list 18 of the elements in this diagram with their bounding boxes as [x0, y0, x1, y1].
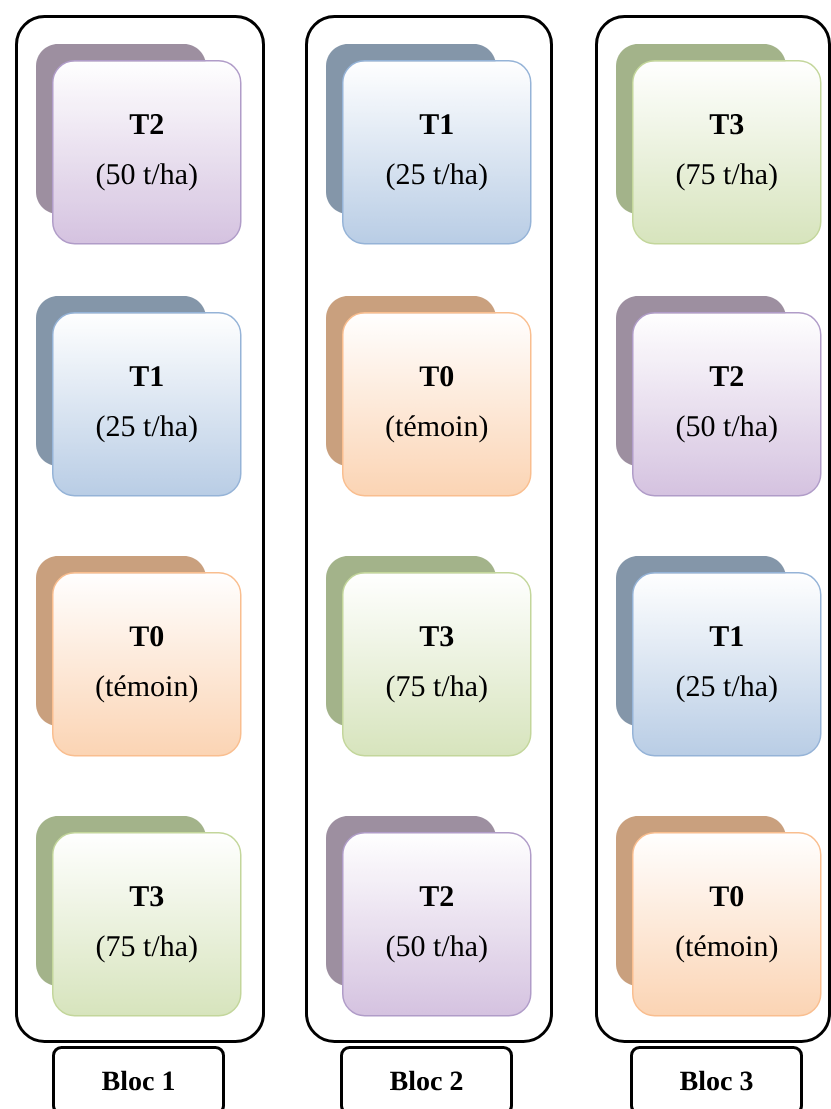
block-frame — [15, 15, 265, 1043]
plot-card: T2 (50 t/ha) — [36, 44, 242, 245]
block-label: Bloc 1 — [52, 1046, 225, 1109]
plot-card: T0 (témoin) — [36, 556, 242, 757]
plot-card: T3 (75 t/ha) — [36, 816, 242, 1017]
plot-card: T3 (75 t/ha) — [616, 44, 822, 245]
plot-card: T2 (50 t/ha) — [326, 816, 532, 1017]
plot-card: T1 (25 t/ha) — [36, 296, 242, 497]
plot-card: T0 (témoin) — [616, 816, 822, 1017]
block-frame — [305, 15, 553, 1043]
block-label: Bloc 2 — [340, 1046, 513, 1109]
plot-card: T2 (50 t/ha) — [616, 296, 822, 497]
plot-card: T0 (témoin) — [326, 296, 532, 497]
plot-card: T3 (75 t/ha) — [326, 556, 532, 757]
block-frame — [595, 15, 831, 1043]
block-label: Bloc 3 — [630, 1046, 803, 1109]
plot-card: T1 (25 t/ha) — [326, 44, 532, 245]
plot-card: T1 (25 t/ha) — [616, 556, 822, 757]
